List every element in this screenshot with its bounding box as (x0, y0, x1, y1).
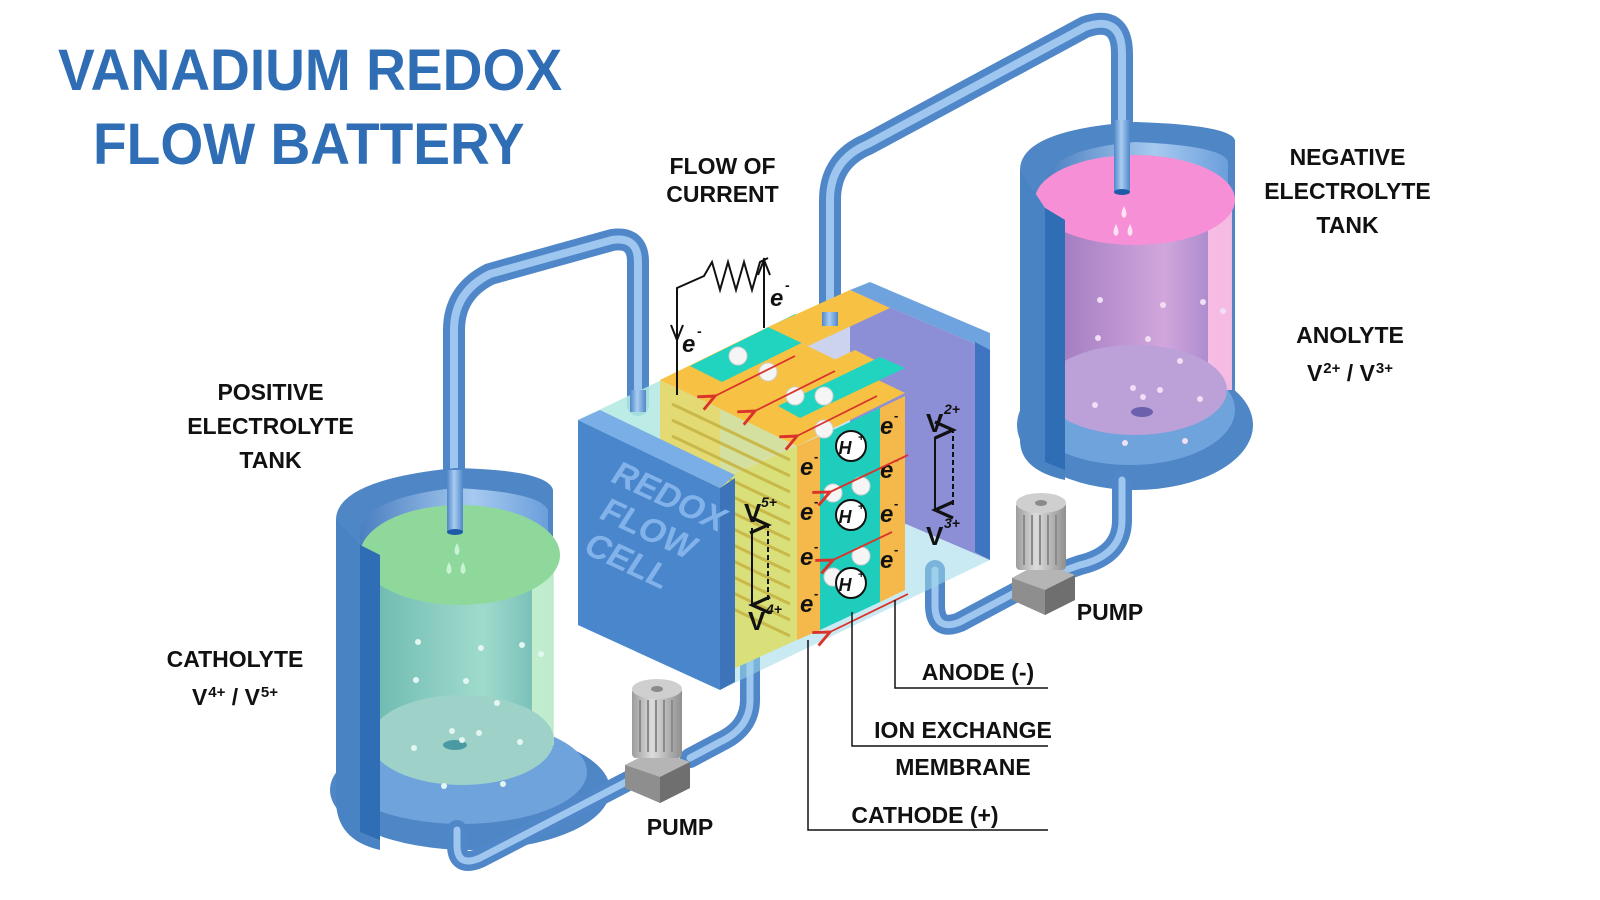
proton-icon: H + (835, 430, 867, 462)
svg-text:-: - (814, 539, 818, 554)
cathode-ion-reaction: V 5+ V 4+ (744, 494, 782, 636)
proton-markers: H + H + H + (835, 430, 867, 599)
anode-bottom-ion: V (926, 521, 944, 551)
electron-icon: e- (800, 539, 818, 571)
electron-icon: e- (800, 586, 818, 618)
negative-tank-line-3: TANK (1316, 212, 1379, 238)
svg-text:-: - (785, 277, 790, 293)
positive-electrolyte-tank (330, 468, 610, 850)
svg-text:e: e (770, 285, 783, 312)
membrane-leader-line (851, 612, 1048, 747)
svg-text:e: e (880, 501, 893, 528)
pipe-positive-return (447, 640, 760, 871)
pipe-positive-top (443, 228, 649, 546)
catholyte-label: CATHOLYTE V4+ / V5+ (160, 642, 310, 714)
anode-ion-reaction: V 2+ V 3+ (926, 401, 960, 551)
redox-flow-cell (578, 282, 990, 690)
svg-text:+: + (858, 569, 864, 581)
pipe-negative-top (819, 12, 1133, 336)
cathode-label: CATHODE (+) (851, 802, 999, 828)
positive-tank-line-3: TANK (239, 447, 302, 473)
svg-text:-: - (894, 496, 898, 511)
flow-of-current-line-1: FLOW OF (669, 153, 776, 179)
catholyte-ions: V4+ / V5+ (191, 684, 279, 710)
cell-block-front (578, 410, 735, 690)
pump-right-label: PUMP (1076, 599, 1144, 625)
svg-text:e: e (800, 454, 813, 481)
svg-text:e: e (880, 413, 893, 440)
membrane-line-2: MEMBRANE (895, 754, 1031, 780)
flow-of-current-label: FLOW OF CURRENT (650, 152, 795, 208)
svg-text:e: e (800, 544, 813, 571)
svg-text:-: - (894, 452, 898, 467)
diagram-title-line-1: VANADIUM REDOX (58, 38, 563, 103)
proton-icon: H + (835, 567, 867, 599)
membrane-label: ION EXCHANGE MEMBRANE (868, 712, 1058, 786)
membrane-line-1: ION EXCHANGE (874, 717, 1052, 743)
diagram-title-line-2: FLOW BATTERY (93, 112, 525, 177)
svg-text:+: + (858, 432, 864, 444)
positive-tank-label: POSITIVE ELECTROLYTE TANK (178, 375, 363, 477)
electron-icon: e- (880, 542, 898, 574)
pump-left-label: PUMP (646, 814, 714, 840)
electron-icon: e- (880, 496, 898, 528)
svg-text:-: - (894, 542, 898, 557)
electron-icon: e- (800, 449, 818, 481)
anolyte-name: ANOLYTE (1296, 322, 1404, 348)
leader-lines (807, 600, 1048, 831)
negative-tank-label: NEGATIVE ELECTROLYTE TANK (1255, 140, 1440, 242)
anolyte-label: ANOLYTE V2+ / V3+ (1275, 318, 1425, 390)
circuit-electron-labels: e - e - (682, 277, 790, 358)
electron-icon: e- (880, 408, 898, 440)
pump-right (1012, 493, 1075, 615)
svg-text:e: e (880, 547, 893, 574)
anode-top-ion: V (926, 408, 944, 438)
catholyte-name: CATHOLYTE (166, 646, 304, 672)
svg-text:H: H (839, 575, 853, 595)
negative-tank-line-2: ELECTROLYTE (1264, 178, 1431, 204)
ion-transfer-arrows (697, 355, 909, 647)
svg-text:5+: 5+ (761, 494, 777, 510)
cathode-bottom-ion: V (748, 606, 766, 636)
svg-text:-: - (697, 323, 702, 339)
cathode-leader-line (807, 640, 1048, 831)
positive-tank-line-1: POSITIVE (217, 379, 324, 405)
cathode-top-ion: V (744, 498, 762, 528)
proton-icon: H + (835, 499, 867, 531)
anolyte-ions: V2+ / V3+ (1306, 360, 1394, 386)
svg-text:3+: 3+ (944, 515, 960, 531)
pump-left (625, 679, 690, 803)
positive-tank-line-2: ELECTROLYTE (187, 413, 354, 439)
svg-text:2+: 2+ (943, 401, 960, 417)
svg-text:-: - (814, 586, 818, 601)
negative-electrolyte-tank (1017, 120, 1253, 490)
anode-label: ANODE (-) (921, 659, 1035, 685)
pipe-negative-return (925, 470, 1132, 635)
svg-text:-: - (814, 449, 818, 464)
anode-leader-line (894, 600, 1048, 689)
svg-text:-: - (894, 408, 898, 423)
svg-text:+: + (858, 501, 864, 513)
svg-text:e: e (880, 457, 893, 484)
flow-of-current-line-2: CURRENT (666, 181, 779, 207)
svg-text:4+: 4+ (765, 601, 782, 617)
svg-text:-: - (814, 494, 818, 509)
svg-text:e: e (682, 331, 695, 358)
external-circuit (670, 257, 771, 395)
negative-tank-line-1: NEGATIVE (1289, 144, 1406, 170)
svg-text:e: e (800, 591, 813, 618)
svg-text:e: e (800, 499, 813, 526)
svg-text:H: H (839, 507, 853, 527)
svg-text:H: H (839, 438, 853, 458)
